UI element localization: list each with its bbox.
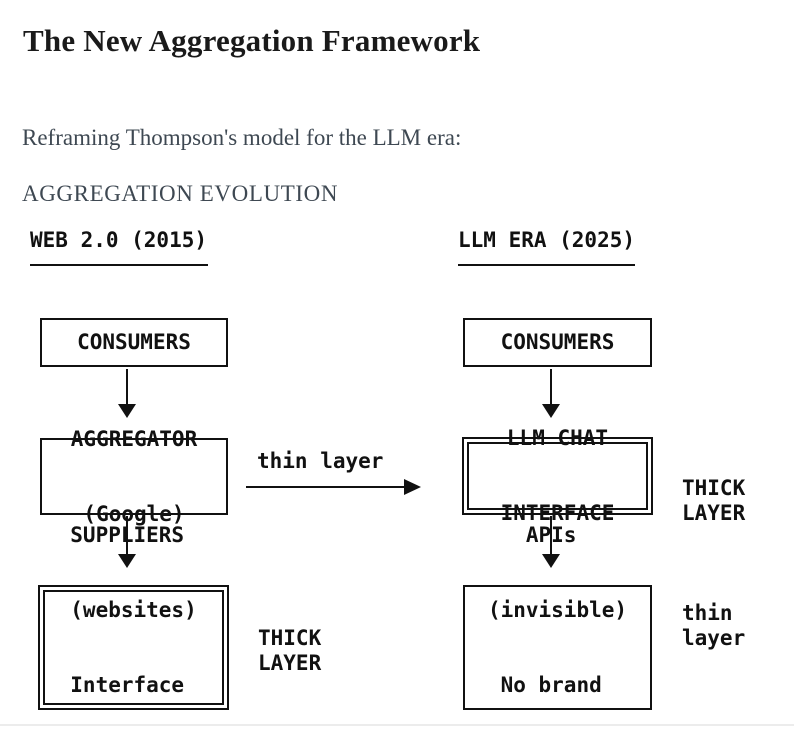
arrow-stem (550, 369, 552, 404)
llm-apis-line1: APIs (487, 522, 577, 547)
web-thick-layer-note: THICK LAYER (258, 626, 322, 675)
llm-chat-interface-box: LLM CHAT INTERFACE (462, 426, 653, 525)
llm-apis-line3: No brand (487, 672, 602, 697)
arrow-head (542, 404, 560, 418)
arrow-stem (126, 516, 128, 554)
llm-thick-layer-note: THICK LAYER (682, 476, 746, 525)
right-arrow-line (246, 486, 404, 488)
llm-thin-layer-note: thin layer (682, 601, 746, 650)
column-header-llm: LLM ERA (2025) (458, 228, 636, 252)
arrow-stem (126, 369, 128, 404)
web-suppliers-line1: SUPPLIERS (70, 522, 185, 547)
article-subtitle: Reframing Thompson's model for the LLM e… (22, 125, 462, 150)
web-aggregator-box: AGGREGATOR (Google) (40, 427, 228, 526)
web-suppliers-line3: Interface (70, 672, 185, 697)
column-header-web-underline (30, 264, 208, 266)
arrow-head (542, 554, 560, 568)
web-suppliers-line2: (websites) (70, 597, 197, 622)
web-aggregator-line2: (Google) (83, 501, 185, 526)
column-header-web: WEB 2.0 (2015) (30, 228, 208, 252)
right-arrow-icon (404, 479, 421, 495)
web-consumers-box: CONSUMERS (40, 318, 228, 367)
arrow-head (118, 404, 136, 418)
llm-apis-box: APIs (invisible) No brand No UX (463, 523, 652, 710)
llm-chat-line1: LLM CHAT (506, 426, 609, 450)
web-aggregator-line1: AGGREGATOR (70, 426, 198, 451)
column-header-llm-underline (458, 264, 635, 266)
llm-consumers-label: CONSUMERS (500, 330, 615, 354)
page-title: The New Aggregation Framework (23, 22, 481, 58)
llm-chat-line2: INTERFACE (500, 501, 615, 525)
down-arrow-icon (118, 516, 136, 568)
down-arrow-icon (118, 369, 136, 418)
down-arrow-icon (542, 516, 560, 568)
web-suppliers-box: SUPPLIERS (websites) Interface Brand, UX (38, 523, 229, 710)
web-consumers-label: CONSUMERS (77, 330, 191, 354)
transition-label: thin layer (257, 449, 384, 473)
section-heading: AGGREGATION EVOLUTION (22, 181, 339, 206)
down-arrow-icon (542, 369, 560, 418)
llm-apis-line2: (invisible) (487, 597, 628, 622)
arrow-head (118, 554, 136, 568)
llm-consumers-box: CONSUMERS (463, 318, 652, 367)
arrow-stem (550, 516, 552, 554)
bottom-divider (0, 724, 794, 726)
